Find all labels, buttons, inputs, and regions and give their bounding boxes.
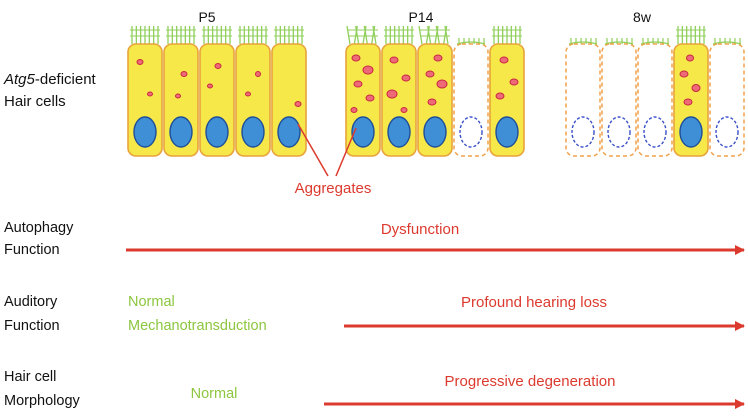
nucleus: [495, 116, 519, 148]
morphology-normal-text: Normal: [191, 386, 238, 402]
stereocilia-line: [371, 25, 376, 45]
stereocilia-line: [427, 25, 432, 45]
stereocilia-line: [435, 25, 440, 45]
aggregate: [147, 91, 153, 97]
stereocilia-line: [443, 25, 448, 45]
stereocilia-line: [346, 25, 351, 45]
aggregates-pointer-line-2: [335, 127, 357, 177]
nucleus: [133, 116, 157, 148]
aggregate: [255, 71, 261, 77]
autophagy-status: Dysfunction: [381, 221, 459, 238]
aggregate: [436, 79, 448, 89]
nucleus: [241, 116, 265, 148]
nucleus: [351, 116, 375, 148]
aggregate: [400, 107, 408, 113]
aggregate: [401, 74, 411, 82]
aggregate: [389, 56, 399, 64]
degenerated-nucleus: [643, 116, 667, 148]
hair-cells-row-label: Atg5-deficient: [3, 71, 97, 88]
degenerated-nucleus: [571, 116, 595, 148]
degenerated-cell-outline: [601, 43, 637, 157]
hair-cells-illustration: [127, 25, 745, 157]
deficient-suffix: -deficient: [35, 71, 97, 88]
gene-name: Atg5: [3, 71, 36, 88]
auditory-normal-text: Normal: [128, 294, 175, 310]
aggregate: [207, 83, 213, 89]
aggregate: [386, 89, 398, 99]
aggregate: [362, 65, 374, 75]
aggregates-label: Aggregates: [295, 180, 372, 197]
aggregates-pointer-line-1: [297, 123, 329, 177]
nucleus: [205, 116, 229, 148]
aggregate: [495, 92, 505, 100]
morphology-status: Progressive degeneration: [445, 373, 616, 390]
auditory-mechanotransduction-text: Mechanotransduction: [128, 318, 267, 334]
stereocilia-line: [355, 25, 360, 45]
stereocilia-line: [444, 25, 449, 45]
nucleus: [169, 116, 193, 148]
stereocilia-line: [418, 25, 423, 45]
auditory-label-line1: Auditory: [4, 294, 58, 310]
stage-label-p5: P5: [198, 9, 215, 25]
auditory-status: Profound hearing loss: [461, 294, 607, 311]
aggregate: [353, 80, 363, 88]
stage-label-8w: 8w: [633, 9, 652, 25]
stereocilia-line: [425, 25, 430, 45]
aggregate: [679, 70, 689, 78]
aggregate: [433, 54, 443, 62]
aggregate: [214, 63, 222, 69]
degenerated-nucleus: [459, 116, 483, 148]
degenerated-cell-outline: [453, 43, 489, 157]
nucleus: [387, 116, 411, 148]
stereocilia-base: [712, 41, 742, 45]
stereocilia-base: [568, 41, 598, 45]
nucleus: [277, 116, 301, 148]
aggregate: [136, 59, 144, 65]
stereocilia-line: [353, 25, 358, 45]
degenerated-cell-outline: [637, 43, 673, 157]
degenerated-nucleus: [715, 116, 739, 148]
stage-label-p14: P14: [409, 9, 434, 25]
aggregate: [294, 101, 302, 107]
morphology-label-line1: Hair cell: [4, 369, 56, 385]
degenerated-cell-outline: [709, 43, 745, 157]
aggregate: [180, 71, 188, 77]
stereocilia-base: [640, 41, 670, 45]
stereocilia-line: [372, 25, 377, 45]
stereocilia-base: [456, 41, 486, 45]
aggregate: [425, 70, 435, 78]
nucleus: [423, 116, 447, 148]
aggregate: [686, 54, 694, 62]
degenerated-cell-outline: [565, 43, 601, 157]
aggregate: [499, 56, 509, 64]
aggregate: [365, 94, 375, 102]
stereocilia-line: [434, 25, 439, 45]
aggregate: [245, 91, 251, 97]
autophagy-label-line1: Autophagy: [4, 220, 74, 236]
stereocilia-line: [363, 25, 368, 45]
auditory-label-line2: Function: [4, 318, 60, 334]
aggregate: [175, 93, 181, 99]
aggregate: [691, 84, 701, 92]
aggregate: [350, 107, 358, 113]
aggregate: [683, 98, 693, 106]
nucleus: [679, 116, 703, 148]
morphology-label-line2: Morphology: [4, 393, 81, 409]
aggregate: [509, 78, 519, 86]
stereocilia-line: [362, 25, 367, 45]
stereocilia-base: [604, 41, 634, 45]
autophagy-label-line2: Function: [4, 242, 60, 258]
aggregate: [427, 98, 437, 106]
degenerated-nucleus: [607, 116, 631, 148]
hair-cells-row-label-line2: Hair cells: [4, 93, 66, 110]
aggregate: [351, 54, 361, 62]
